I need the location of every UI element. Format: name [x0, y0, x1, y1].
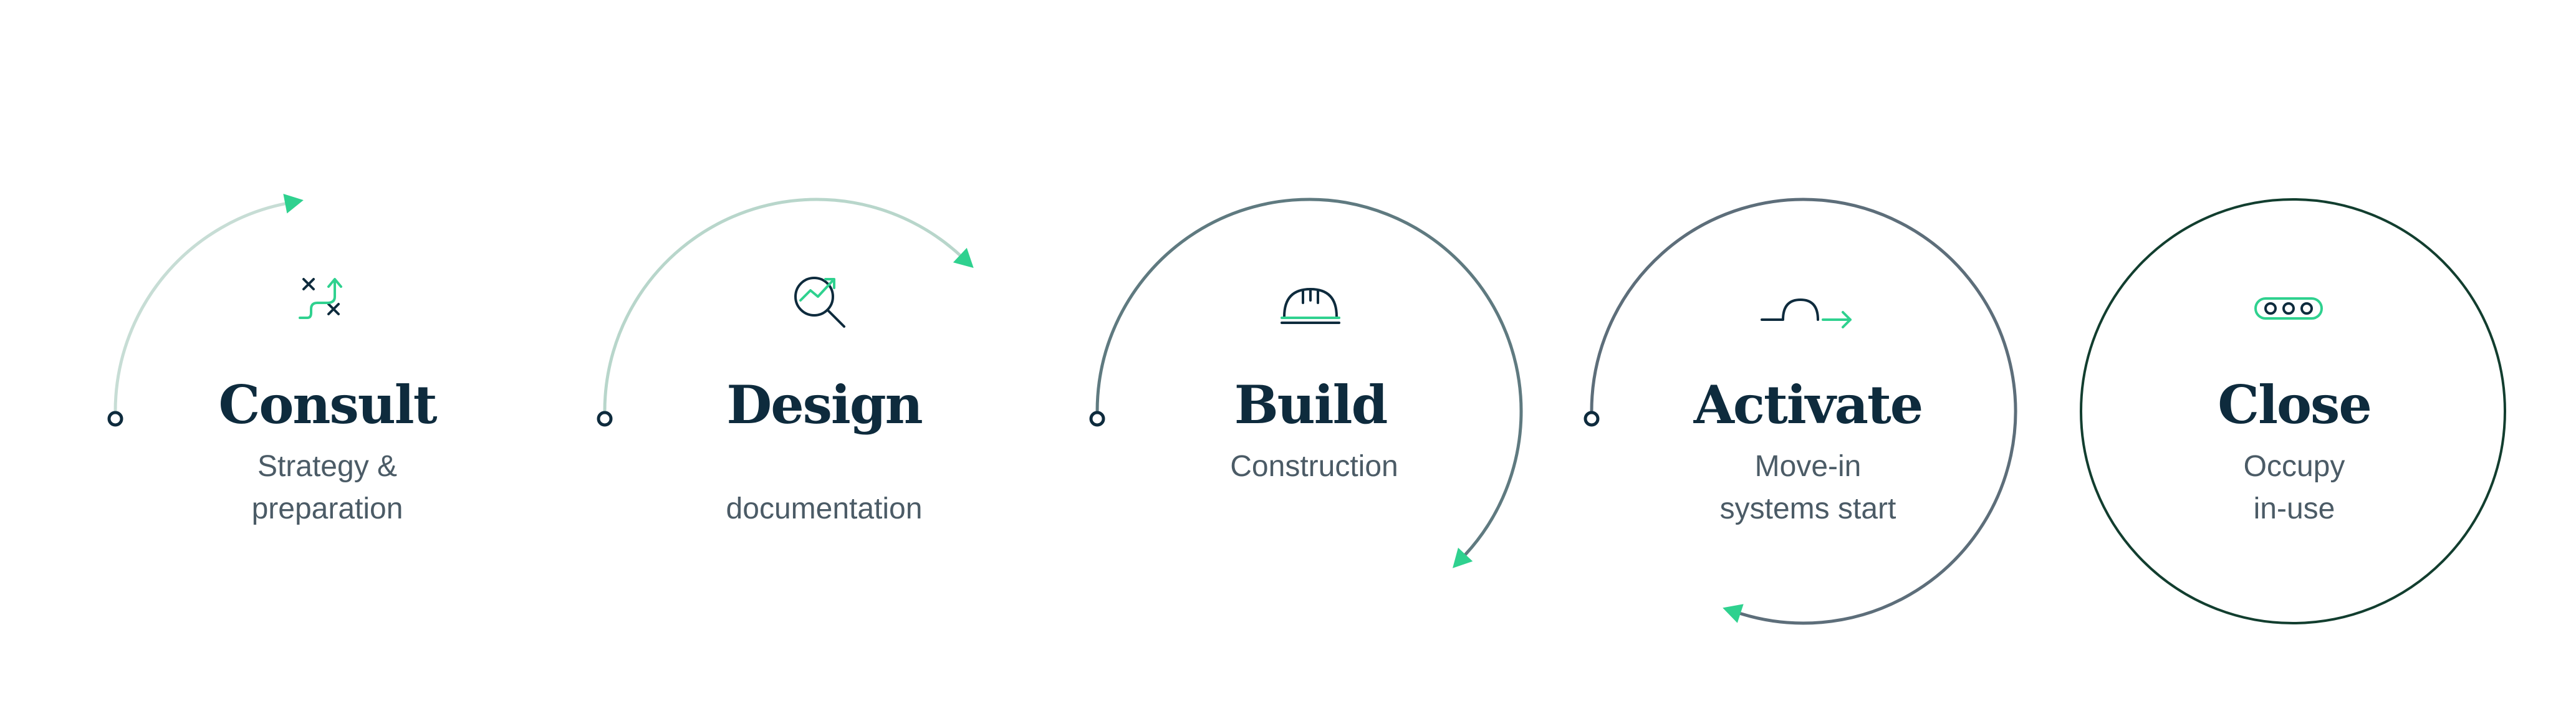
- arrowhead-design: [953, 247, 974, 268]
- magnifier-chart-icon: [794, 277, 845, 328]
- start-node-consult: [107, 411, 123, 427]
- step-subtitle-build: Construction: [1096, 446, 1532, 488]
- step-subtitle-design: documentation: [606, 446, 1042, 530]
- progress-ring-close: [2080, 198, 2506, 624]
- step-subtitle-close: Occupy in-use: [2076, 446, 2512, 530]
- step-subtitle-line: documentation: [726, 492, 923, 525]
- arrowhead-activate: [1723, 604, 1744, 623]
- step-subtitle-line: systems start: [1719, 492, 1896, 525]
- step-subtitle-line: Strategy &: [257, 450, 398, 483]
- start-node-build: [1089, 411, 1105, 427]
- arrowhead-consult: [283, 194, 304, 214]
- step-subtitle-line: Occupy: [2243, 450, 2345, 483]
- step-title-activate: Activate: [1693, 374, 1924, 436]
- step-subtitle-consult: Strategy & preparation: [109, 446, 545, 530]
- progress-arc-design: [603, 198, 963, 412]
- step-title-build: Build: [1234, 374, 1388, 436]
- step-subtitle-line: in-use: [2253, 492, 2335, 525]
- step-subtitle-line: [606, 446, 1042, 488]
- step-title-consult: Consult: [218, 374, 437, 436]
- switch-arrow-icon: [1761, 298, 1852, 328]
- step-subtitle-activate: Move-in systems start: [1590, 446, 2026, 530]
- step-subtitle-line: Move-in: [1754, 450, 1862, 483]
- step-title-close: Close: [2218, 374, 2372, 436]
- step-subtitle-line: Construction: [1230, 450, 1398, 483]
- hard-hat-icon: [1281, 288, 1340, 324]
- arrowhead-build: [1453, 547, 1473, 568]
- occupancy-dots-icon: [2254, 297, 2323, 320]
- progress-arc-build: [1095, 198, 1523, 558]
- start-node-activate: [1584, 411, 1600, 427]
- strategy-path-icon: [299, 278, 342, 319]
- progress-arc-consult: [113, 201, 288, 412]
- progress-arc-activate: [1590, 198, 2017, 625]
- start-node-design: [597, 411, 613, 427]
- step-title-design: Design: [726, 374, 923, 436]
- step-subtitle-line: preparation: [251, 492, 403, 525]
